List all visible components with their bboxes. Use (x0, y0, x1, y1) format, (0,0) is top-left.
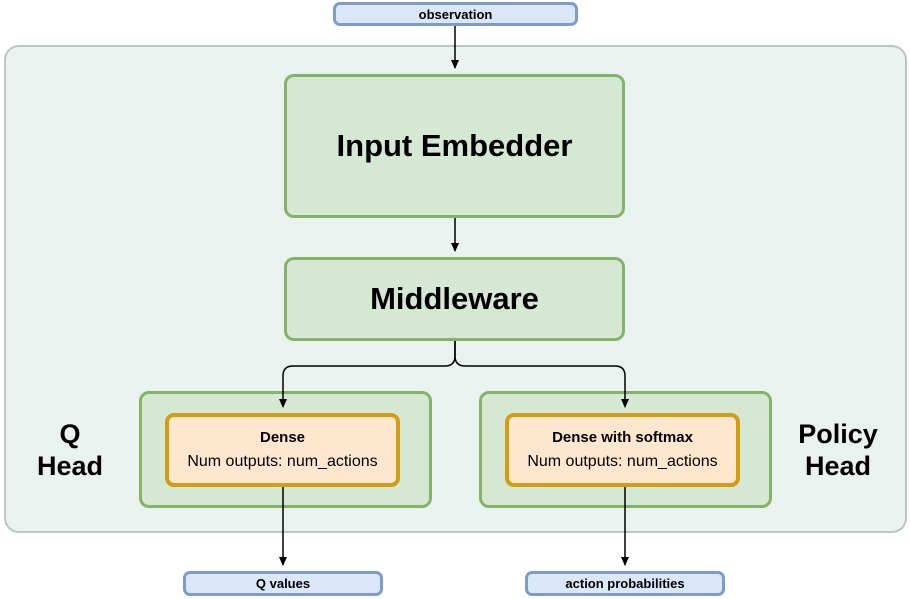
q-head-node: Dense Num outputs: num_actions (139, 391, 432, 508)
policy-head-dense-subtitle: Num outputs: num_actions (527, 453, 718, 470)
q-head-label: Q Head (20, 418, 120, 482)
observation-label: observation (418, 6, 493, 22)
policy-head-node: Dense with softmax Num outputs: num_acti… (479, 391, 772, 508)
q-head-dense-title: Dense (259, 429, 306, 446)
q-head-label-line2: Head (36, 451, 104, 481)
middleware-label: Middleware (370, 281, 539, 316)
q-head-dense-node: Dense Num outputs: num_actions (165, 413, 400, 487)
input-embedder-node: Input Embedder (284, 74, 625, 218)
input-embedder-label: Input Embedder (336, 128, 573, 163)
policy-head-label: Policy Head (788, 418, 888, 482)
observation-node: observation (333, 2, 578, 26)
q-values-label: Q values (255, 576, 311, 591)
q-head-dense-subtitle: Num outputs: num_actions (187, 453, 378, 470)
policy-head-dense-title: Dense with softmax (552, 429, 693, 446)
action-probabilities-node: action probabilities (525, 571, 725, 596)
middleware-node: Middleware (284, 257, 625, 341)
policy-head-label-line2: Head (804, 451, 872, 481)
q-values-node: Q values (183, 571, 383, 596)
q-head-label-line1: Q (59, 419, 81, 449)
action-probabilities-label: action probabilities (565, 576, 685, 591)
policy-head-label-line1: Policy (798, 419, 878, 449)
policy-head-dense-node: Dense with softmax Num outputs: num_acti… (505, 413, 740, 487)
